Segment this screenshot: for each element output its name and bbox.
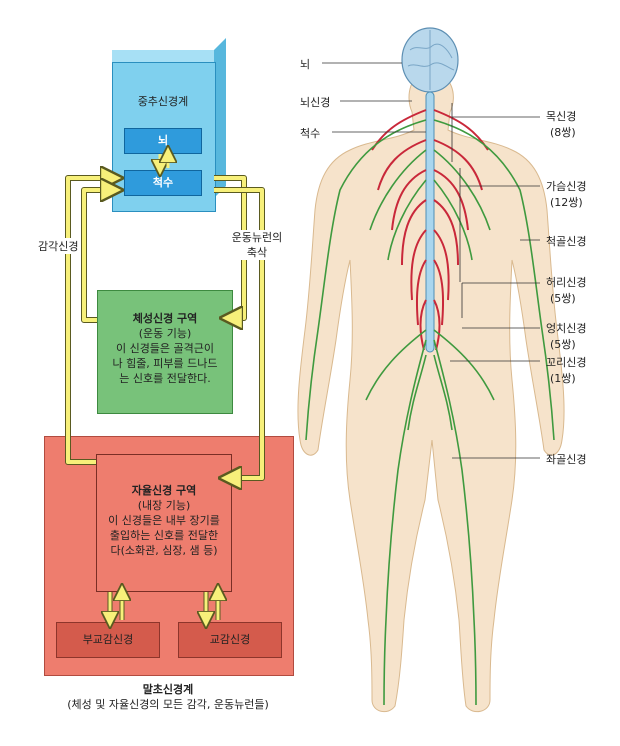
somatic-desc-1: 이 신경들은 골격근이 <box>115 342 215 355</box>
green-nerves <box>305 119 555 706</box>
label-coccygeal-count: (1쌍) <box>550 372 576 385</box>
somatic-desc-3: 는 신호를 전달한다. <box>119 372 211 385</box>
cns-box-top <box>112 50 226 62</box>
motor-label-2: 축삭 <box>222 245 292 260</box>
somatic-title: 체성신경 구역 <box>132 312 198 325</box>
autonomic-function: (내장 기능) <box>137 499 191 512</box>
label-lumbar: 허리신경 <box>546 276 587 289</box>
autonomic-desc-3: 다(소화관, 심장, 샘 등) <box>110 544 218 557</box>
pns-title: 말초신경계 <box>142 683 194 696</box>
label-cranial-nerves: 뇌신경 <box>300 96 331 109</box>
pns-subtitle: (체성 및 자율신경의 모든 감각, 운동뉴런들) <box>67 698 269 711</box>
label-lumbar-count: (5쌍) <box>550 292 576 305</box>
label-sciatic: 좌골신경 <box>546 453 587 466</box>
label-thoracic-count: (12쌍) <box>550 196 583 209</box>
autonomic-division-box: 자율신경 구역 (내장 기능) 이 신경들은 내부 장기를 출입하는 신호를 전… <box>96 454 232 592</box>
cns-title: 중추신경계 <box>137 95 189 108</box>
autonomic-desc-1: 이 신경들은 내부 장기를 <box>108 514 220 527</box>
label-cervical: 목신경 <box>546 110 577 123</box>
label-spinal-nerves: 척골신경 <box>546 235 587 248</box>
autonomic-desc-2: 출입하는 신호를 전달한 <box>109 529 219 542</box>
label-brain: 뇌 <box>300 58 311 71</box>
label-sacral-count: (5쌍) <box>550 338 576 351</box>
autonomic-title: 자율신경 구역 <box>131 484 197 497</box>
motor-label-1: 운동뉴런의 <box>222 230 292 245</box>
spinal-cord-icon <box>425 91 435 353</box>
label-spinal-cord: 척수 <box>300 127 321 140</box>
label-thoracic: 가슴신경 <box>546 180 587 193</box>
sensory-label: 감각신경 <box>36 238 81 254</box>
leader-lines <box>322 62 540 459</box>
somatic-desc-2: 나 힘줄, 피부를 드나드 <box>112 357 218 370</box>
somatic-division-box: 체성신경 구역 (운동 기능) 이 신경들은 골격근이 나 힘줄, 피부를 드나… <box>97 290 233 414</box>
sympathetic-box: 교감신경 <box>178 622 282 658</box>
body-silhouette <box>297 71 565 713</box>
label-sacral: 엉치신경 <box>546 322 587 335</box>
label-coccygeal: 꼬리신경 <box>546 356 587 369</box>
label-cervical-count: (8쌍) <box>550 126 576 139</box>
somatic-function: (운동 기능) <box>138 327 192 340</box>
